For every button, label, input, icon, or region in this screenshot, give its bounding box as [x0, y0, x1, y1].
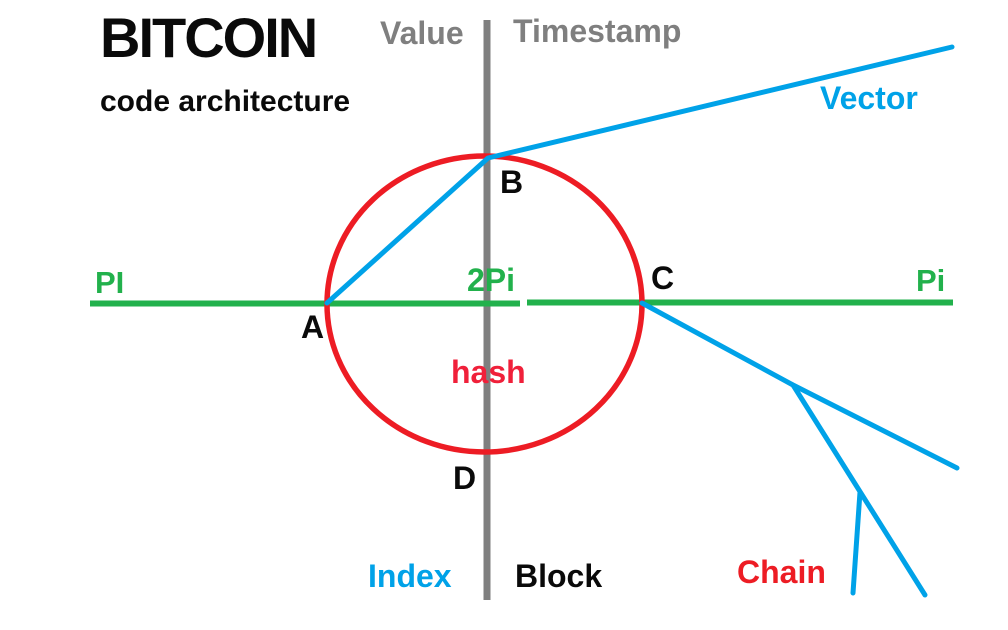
vector-line: [324, 44, 955, 306]
block-axis-label: Block: [515, 558, 603, 594]
vector-label: Vector: [820, 80, 918, 116]
point-d-label: D: [453, 460, 477, 496]
page-title: BITCOIN: [100, 6, 318, 69]
value-axis-label: Value: [380, 15, 464, 51]
point-c-label: C: [651, 260, 675, 296]
timestamp-axis-label: Timestamp: [513, 13, 682, 49]
point-a-label: A: [301, 309, 325, 345]
index-axis-label: Index: [368, 558, 452, 594]
two-pi-label: 2Pi: [467, 262, 516, 298]
chain-label: Chain: [737, 554, 826, 590]
point-b-label: B: [500, 164, 524, 200]
pi-right-label: Pi: [916, 263, 946, 298]
pi-left-label: PI: [95, 265, 125, 300]
hash-label: hash: [451, 354, 526, 390]
page-subtitle: code architecture: [100, 85, 351, 118]
chain-branch-lines: [639, 300, 960, 598]
